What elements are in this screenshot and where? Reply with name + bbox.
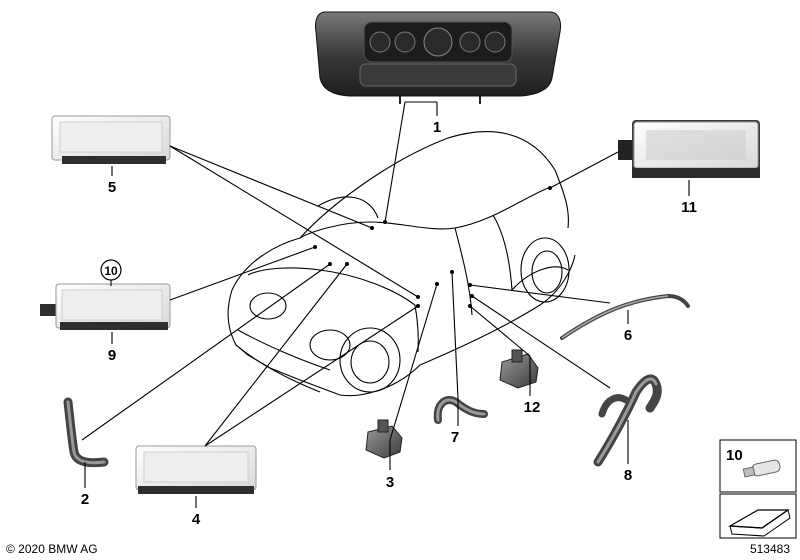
callout-2: 2 [81,491,89,508]
copyright-text: © 2020 BMW AG [6,542,98,556]
callout-4: 4 [192,511,201,528]
lamp-5-illustration [51,115,171,164]
hose-7-illustration [433,396,488,424]
lamp-9-illustration [40,283,171,330]
callout-7: 7 [451,429,459,446]
overhead-console-illustration [315,11,561,104]
car-outline [227,131,576,397]
leader-lines [81,101,619,447]
callout-stubs [84,102,690,508]
callout-5: 5 [108,179,116,196]
callout-9: 9 [108,347,116,364]
diagram-id: 513483 [750,542,790,556]
cable-6-illustration [560,293,690,340]
interior-lamp-11-illustration [618,120,760,178]
callout-12: 12 [524,399,541,416]
hose-8-illustration [593,374,662,467]
inset-bulb-10: 10 [719,439,797,493]
inset-arrow-box [719,493,797,539]
inset-bulb-10-label: 10 [726,447,743,464]
callout-1: 1 [433,119,441,136]
callout-10: 10 [104,264,118,278]
callout-8: 8 [624,467,632,484]
callout-3: 3 [386,474,394,491]
callout-11: 11 [681,199,697,216]
lamp-4-illustration [135,445,257,494]
sensor-12-illustration [499,349,539,389]
hose-2-illustration [63,397,109,468]
callout-6: 6 [624,327,632,344]
sensor-3-illustration [365,419,403,459]
leader-dots [313,186,552,308]
